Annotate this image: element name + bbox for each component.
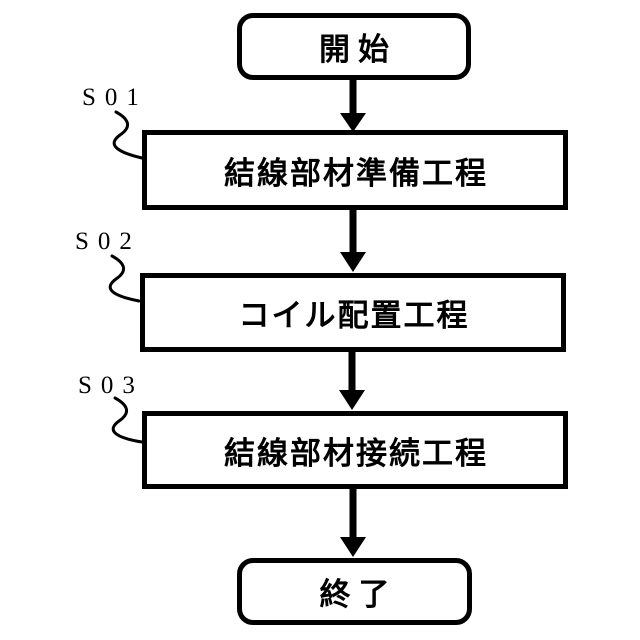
step-id-label-s03: S03 bbox=[78, 372, 144, 399]
callout-leader-line-s01 bbox=[112, 110, 144, 160]
arrow-down-3 bbox=[339, 351, 365, 410]
end-label: 終了 bbox=[319, 577, 398, 612]
callout-leader-line-s03 bbox=[111, 396, 144, 444]
start-label: 開始 bbox=[319, 32, 397, 67]
callout-leader-line-s02 bbox=[108, 254, 141, 303]
process-node-s03: 結線部材接続工程 bbox=[142, 411, 568, 489]
step-id-label-s02: S02 bbox=[75, 228, 141, 255]
arrow-down-2 bbox=[340, 209, 366, 272]
process-node-s01: 結線部材準備工程 bbox=[142, 130, 568, 210]
step-id-label-s01: S01 bbox=[82, 84, 148, 111]
arrow-down-4 bbox=[340, 488, 366, 557]
start-terminal-node: 開始 bbox=[237, 13, 471, 80]
process-label-s02: コイル配置工程 bbox=[238, 298, 470, 333]
process-label-s03: 結線部材接続工程 bbox=[224, 435, 488, 471]
process-node-s02: コイル配置工程 bbox=[140, 273, 566, 352]
end-terminal-node: 終了 bbox=[237, 558, 472, 625]
arrow-down-1 bbox=[340, 79, 366, 132]
process-label-s01: 結線部材準備工程 bbox=[224, 155, 488, 191]
